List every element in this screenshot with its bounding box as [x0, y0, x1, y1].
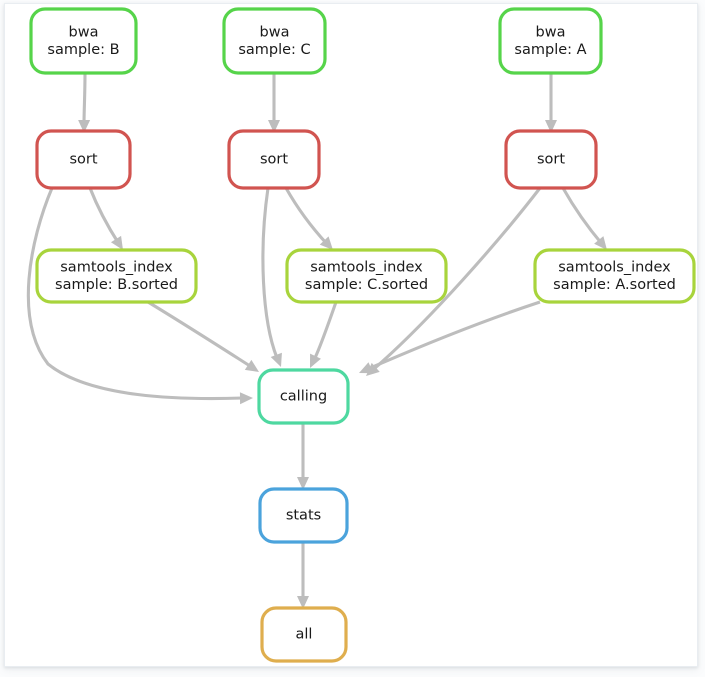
node-rule-label: sort	[260, 152, 288, 168]
diagram-canvas	[4, 3, 698, 667]
node-stats[interactable]: stats	[258, 487, 349, 544]
edge-line	[82, 72, 87, 126]
node-rule-label: bwa	[536, 24, 566, 40]
edge-samtools_index_A-to-calling	[359, 300, 541, 374]
node-wildcard-label: sample: B.sorted	[55, 277, 178, 293]
edge-arrowhead	[297, 596, 309, 609]
edge-line	[88, 187, 121, 245]
edge-line	[261, 187, 279, 359]
node-sort_B[interactable]: sort	[35, 129, 132, 190]
node-wildcard-label: sample: C.sorted	[305, 277, 428, 293]
node-sort_A[interactable]: sort	[504, 129, 598, 190]
node-shape[interactable]	[498, 7, 603, 75]
edge-arrowhead	[594, 236, 607, 250]
node-rule-label: sort	[537, 152, 565, 168]
node-calling[interactable]: calling	[257, 368, 350, 425]
node-rule-label: sort	[69, 152, 97, 168]
node-samtools_index_C[interactable]: samtools_index sample: C.sorted	[285, 248, 448, 304]
edge-arrowhead	[319, 236, 333, 250]
edge-bwa_C-to-sort_C	[268, 72, 280, 133]
edge-arrowhead	[244, 359, 259, 372]
node-shape[interactable]	[29, 7, 138, 75]
edge-calling-to-stats	[297, 423, 309, 490]
edge-sort_A-to-samtools_index_A	[561, 187, 607, 250]
edge-arrowhead	[297, 477, 309, 490]
edge-arrowhead	[78, 119, 91, 133]
edge-arrowhead	[268, 120, 280, 133]
node-samtools_index_B[interactable]: samtools_index sample: B.sorted	[35, 248, 198, 304]
node-rule-label: samtools_index	[60, 259, 173, 275]
edge-line	[26, 187, 244, 401]
node-rule-label: bwa	[260, 24, 290, 40]
node-shape[interactable]	[258, 487, 349, 544]
edge-sort_B-to-calling	[26, 187, 253, 405]
edge-bwa_A-to-sort_A	[545, 73, 557, 133]
node-shape[interactable]	[222, 7, 327, 75]
edge-samtools_index_C-to-calling	[310, 301, 338, 368]
edge-line	[284, 187, 329, 246]
node-wildcard-label: sample: B	[47, 42, 119, 58]
node-shape[interactable]	[504, 129, 598, 190]
edge-line	[373, 187, 542, 370]
edge-line	[312, 301, 338, 361]
node-sort_C[interactable]: sort	[227, 129, 321, 190]
edges-layer	[26, 72, 607, 609]
edge-arrowhead	[545, 120, 557, 133]
node-shape[interactable]	[285, 248, 448, 304]
node-rule-label: stats	[286, 508, 321, 524]
node-shape[interactable]	[35, 129, 132, 190]
edge-sort_C-to-calling	[261, 187, 282, 367]
edge-arrowhead	[310, 353, 321, 368]
node-shape[interactable]	[257, 368, 350, 425]
edge-sort_B-to-samtools_index_B	[88, 187, 123, 250]
node-bwa_A[interactable]: bwa sample: A	[498, 7, 603, 75]
node-shape[interactable]	[260, 606, 348, 663]
node-wildcard-label: sample: A.sorted	[553, 277, 676, 293]
node-rule-label: all	[296, 627, 313, 643]
edge-bwa_B-to-sort_B	[78, 72, 91, 133]
node-rule-label: samtools_index	[310, 259, 423, 275]
edge-sort_C-to-samtools_index_C	[284, 187, 333, 250]
node-wildcard-label: sample: A	[514, 42, 586, 58]
edge-arrowhead	[270, 352, 282, 367]
node-all[interactable]: all	[260, 606, 348, 663]
edge-arrowhead	[239, 392, 253, 405]
node-rule-label: calling	[280, 389, 327, 405]
node-shape[interactable]	[35, 248, 198, 304]
node-rule-label: samtools_index	[558, 259, 671, 275]
edge-stats-to-all	[297, 542, 309, 609]
node-bwa_C[interactable]: bwa sample: C	[222, 7, 327, 75]
edge-arrowhead	[110, 235, 123, 250]
edge-arrowhead	[359, 362, 374, 374]
node-rule-label: bwa	[69, 24, 99, 40]
node-shape[interactable]	[533, 248, 696, 304]
nodes-layer: bwa sample: B bwa sample: C bwa sample: A sort…	[29, 7, 696, 663]
node-shape[interactable]	[227, 129, 321, 190]
edge-line	[561, 187, 604, 246]
node-bwa_B[interactable]: bwa sample: B	[29, 7, 138, 75]
edge-line	[367, 300, 541, 371]
node-wildcard-label: sample: C	[238, 42, 310, 58]
node-samtools_index_A[interactable]: samtools_index sample: A.sorted	[533, 248, 696, 304]
edge-line	[147, 300, 251, 368]
edge-samtools_index_B-to-calling	[147, 300, 259, 372]
